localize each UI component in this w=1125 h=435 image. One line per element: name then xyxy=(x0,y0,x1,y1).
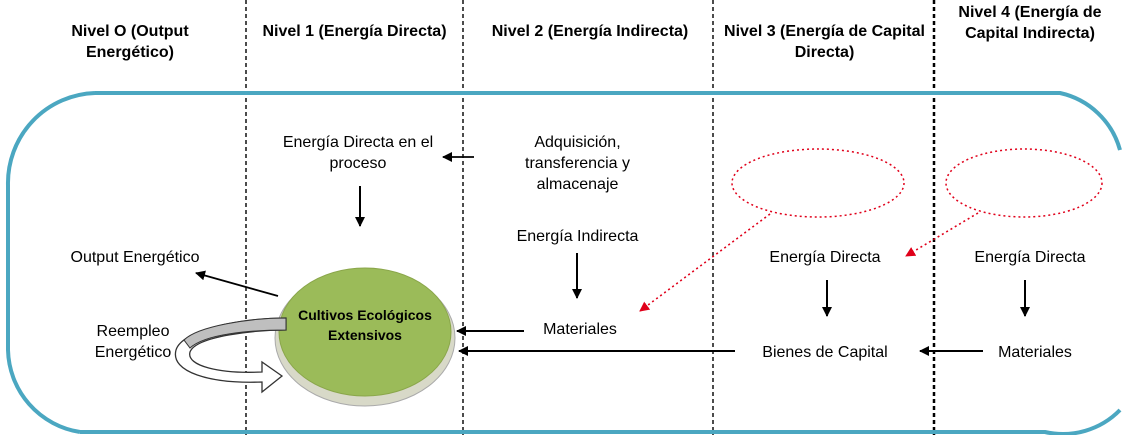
direct-energy-l3-label: Energía Directa xyxy=(769,249,881,266)
header-level0: Nivel O (Output Energético) xyxy=(71,23,189,61)
l3-red-dotted-arrow xyxy=(639,213,771,312)
header-level4: Nivel 4 (Energía de Capital Indirecta) xyxy=(958,4,1102,42)
crops-circle xyxy=(278,267,452,397)
header-level2: Nivel 2 (Energía Indirecta) xyxy=(491,23,689,40)
acquisition-label: Adquisición, transferencia y almacenaje xyxy=(525,134,630,193)
materials-l2-label: Materiales xyxy=(543,321,617,338)
direct-process-label: Energía Directa en el proceso xyxy=(282,134,434,172)
reempleo-arrow-shade xyxy=(183,317,287,349)
header-level1: Nivel 1 (Energía Directa) xyxy=(262,23,447,40)
materials-l4-label: Materiales xyxy=(998,344,1072,361)
capital-goods-label: Bienes de Capital xyxy=(762,344,888,361)
l4-red-dotted-arrow xyxy=(905,212,979,257)
indirect-energy-label: Energía Indirecta xyxy=(516,228,639,245)
direct-energy-l4-label: Energía Directa xyxy=(974,249,1086,266)
output-label: Output Energético xyxy=(70,249,200,266)
l3-red-dotted-ellipse xyxy=(731,148,905,218)
l4-red-dotted-ellipse xyxy=(945,148,1103,218)
process-frame xyxy=(5,91,1122,435)
crops-label: Cultivos Ecológicos Extensivos xyxy=(298,307,432,343)
header-level3: Nivel 3 (Energía de Capital Directa) xyxy=(724,23,925,61)
reempleo-label: Reempleo Energético xyxy=(94,323,172,361)
output-arrow xyxy=(195,270,279,297)
